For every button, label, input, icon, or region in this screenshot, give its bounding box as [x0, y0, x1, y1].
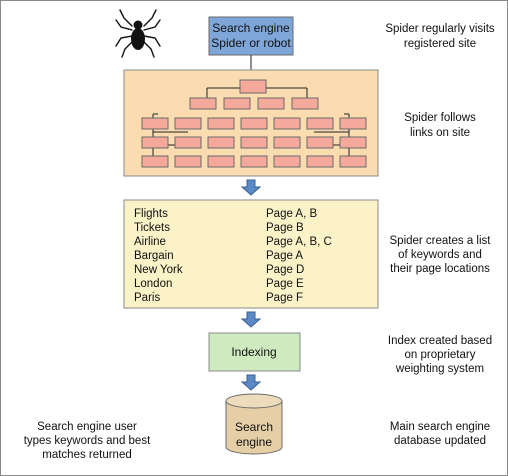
svg-text:Index created based: Index created based — [388, 335, 492, 347]
page-node — [273, 155, 301, 168]
page-node — [223, 97, 251, 110]
svg-text:Spider follows: Spider follows — [404, 112, 476, 124]
keyword-word: London — [134, 278, 172, 290]
caption-user: Search engine user types keywords and be… — [24, 421, 151, 461]
keyword-pages: Page A, B, C — [266, 236, 332, 248]
caption-index: Index created based on proprietary weigh… — [388, 335, 492, 375]
down-arrow-icon — [240, 311, 262, 328]
keyword-word: Flights — [134, 208, 168, 220]
page-node — [174, 155, 202, 168]
page-node — [174, 117, 202, 130]
keyword-pages: Page D — [266, 264, 304, 276]
keyword-word: Paris — [134, 292, 160, 304]
svg-text:registered site: registered site — [404, 38, 476, 50]
caption-db-updated: Main search engine database updated — [390, 421, 490, 447]
page-node — [240, 117, 268, 130]
spider-or-robot-label: Spider or robot — [211, 36, 291, 50]
search-engine-box: Search engine Spider or robot — [208, 16, 294, 56]
svg-text:their page locations: their page locations — [390, 263, 490, 275]
page-node — [291, 97, 319, 110]
page-node — [306, 117, 334, 130]
page-node — [339, 117, 367, 130]
svg-text:database updated: database updated — [394, 435, 486, 447]
page-node — [273, 117, 301, 130]
page-node — [273, 136, 301, 149]
page-nodes — [141, 79, 367, 168]
page-node — [141, 155, 169, 168]
caption-visit: Spider regularly visits registered site — [385, 23, 495, 50]
keyword-word: Bargain — [134, 250, 174, 262]
svg-text:matches returned: matches returned — [42, 449, 132, 461]
svg-text:weighting system: weighting system — [395, 363, 484, 375]
page-node — [339, 155, 367, 168]
keyword-pages: Page E — [266, 278, 304, 290]
down-arrow-icon — [240, 374, 262, 391]
keyword-pages: Page A, B — [266, 208, 317, 220]
svg-text:Spider creates a list: Spider creates a list — [390, 235, 492, 247]
caption-list: Spider creates a list of keywords and th… — [390, 235, 492, 275]
indexing-box: Indexing — [208, 332, 301, 372]
page-node — [141, 136, 169, 149]
page-node — [339, 136, 367, 149]
page-node — [207, 155, 235, 168]
indexing-label: Indexing — [231, 345, 276, 359]
svg-text:links on site: links on site — [410, 127, 470, 139]
search-engine-label: Search engine — [212, 21, 290, 35]
svg-text:types keywords and best: types keywords and best — [24, 435, 151, 447]
page-node — [174, 136, 202, 149]
svg-text:Search engine user: Search engine user — [37, 421, 137, 433]
down-arrow-icon — [240, 179, 262, 196]
page-node — [240, 136, 268, 149]
keyword-list: Flights Page A, B Tickets Page B Airline… — [134, 208, 332, 304]
keyword-panel — [123, 199, 379, 309]
database-label-line1: Search — [235, 420, 273, 434]
keyword-pages: Page B — [266, 222, 304, 234]
keyword-word: New York — [134, 264, 183, 276]
page-node — [239, 79, 267, 94]
svg-text:Spider regularly visits: Spider regularly visits — [385, 23, 495, 35]
page-node — [240, 155, 268, 168]
page-node — [207, 136, 235, 149]
page-node — [306, 136, 334, 149]
svg-text:on proprietary: on proprietary — [405, 349, 476, 361]
svg-text:Main search engine: Main search engine — [390, 421, 490, 433]
spider-icon — [115, 9, 161, 58]
keyword-pages: Page A — [266, 250, 303, 262]
svg-text:of keywords and: of keywords and — [398, 249, 482, 261]
caption-follow: Spider follows links on site — [404, 112, 476, 139]
database-cylinder-icon — [225, 393, 283, 455]
page-node — [207, 117, 235, 130]
page-node — [306, 155, 334, 168]
keyword-word: Airline — [134, 236, 166, 248]
page-node — [189, 97, 217, 110]
page-node — [257, 97, 285, 110]
database-label-line2: engine — [236, 435, 272, 449]
keyword-word: Tickets — [134, 222, 170, 234]
keyword-pages: Page F — [266, 292, 303, 304]
page-node — [141, 117, 169, 130]
